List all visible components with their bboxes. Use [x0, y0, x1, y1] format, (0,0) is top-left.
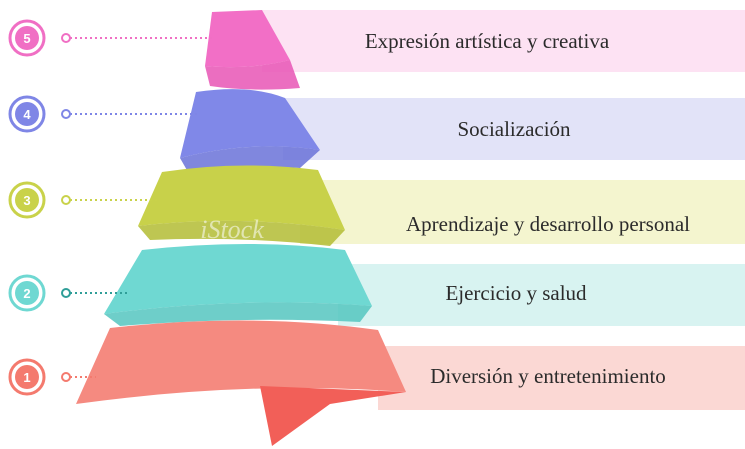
- level-3-band: [300, 180, 745, 244]
- level-2: 2 Ejercicio y salud: [8, 244, 745, 326]
- level-3-label: Aprendizaje y desarrollo personal: [406, 212, 690, 236]
- level-1-ribbon: [76, 320, 406, 404]
- level-1-label: Diversión y entretenimiento: [430, 364, 666, 388]
- level-5-label: Expresión artística y creativa: [365, 29, 610, 53]
- level-3-ribbon: [138, 165, 345, 230]
- level-3: 3 Aprendizaje y desarrollo personal: [8, 165, 745, 246]
- level-4-number: 4: [23, 107, 31, 122]
- level-1-band: [378, 346, 745, 410]
- level-2-connector-dot: [61, 288, 71, 298]
- watermark: iStock: [200, 215, 264, 244]
- level-2-label: Ejercicio y salud: [445, 281, 587, 305]
- level-2-number: 2: [23, 286, 30, 301]
- level-1-connector-dot: [61, 372, 71, 382]
- level-3-ribbon-fold: [138, 220, 345, 246]
- level-1-ribbon-tail: [260, 386, 406, 446]
- level-4-ribbon: [180, 89, 320, 158]
- level-5-ribbon: [205, 10, 290, 68]
- level-1: 1 Diversión y entretenimiento: [8, 320, 745, 446]
- level-5-number: 5: [23, 31, 30, 46]
- level-4-ribbon-fold: [180, 146, 320, 172]
- level-3-connector-dot: [61, 195, 71, 205]
- level-3-badge: [15, 188, 39, 212]
- level-5-band: [262, 10, 745, 72]
- level-5-badge: [15, 26, 39, 50]
- level-2-band: [338, 264, 745, 326]
- level-5: 5 Expresión artística y creativa: [8, 10, 745, 90]
- level-2-badge: [15, 281, 39, 305]
- level-5-connector-dot: [61, 33, 71, 43]
- level-4-connector-dot: [61, 109, 71, 119]
- level-4-band: [283, 98, 745, 160]
- level-1-number: 1: [23, 370, 30, 385]
- level-4: 4 Socialización: [8, 89, 745, 172]
- level-5-ribbon-fold: [205, 60, 300, 90]
- level-1-badge: [15, 365, 39, 389]
- level-4-label: Socialización: [457, 117, 571, 141]
- level-3-number: 3: [23, 193, 30, 208]
- level-4-badge: [15, 102, 39, 126]
- level-2-ribbon-fold: [104, 302, 372, 326]
- level-2-ribbon: [104, 244, 372, 314]
